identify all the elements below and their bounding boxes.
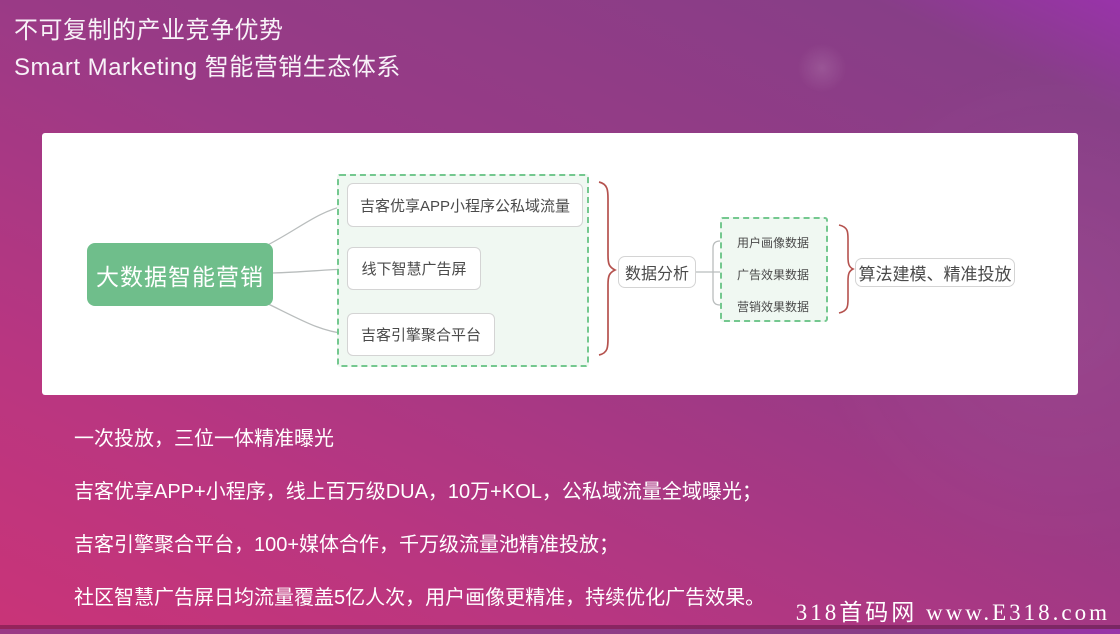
slide-title: 不可复制的产业竞争优势 Smart Marketing 智能营销生态体系 [14,12,401,86]
slide-title-line1: 不可复制的产业竞争优势 [14,17,284,44]
channel-node-app: 吉客优享APP小程序公私域流量 [347,183,583,227]
bottom-edge-strip [0,625,1120,629]
channel-node-screen: 线下智慧广告屏 [347,247,481,290]
bullet-line-1: 一次投放，三位一体精准曝光 [74,428,334,450]
bullet-line-3: 吉客引擎聚合平台，100+媒体合作，千万级流量池精准投放； [74,534,620,556]
curly-brace-1-icon [598,181,617,356]
watermark: 318首码网 www.E318.com [795,600,1110,625]
data-item-user-profile: 用户画像数据 [737,236,810,250]
channel-node-engine: 吉客引擎聚合平台 [347,313,495,356]
bullet-line-4: 社区智慧广告屏日均流量覆盖5亿人次，用户画像更精准，持续优化广告效果。 [74,587,766,609]
outcome-node: 算法建模、精准投放 [855,258,1015,287]
root-node: 大数据智能营销 [87,243,273,306]
root-connector-curves [259,204,348,335]
slide-title-line2: Smart Marketing 智能营销生态体系 [14,54,401,81]
bullet-list: 一次投放，三位一体精准曝光 吉客优享APP+小程序，线上百万级DUA，10万+K… [74,422,765,634]
curly-brace-2-icon [838,224,855,314]
data-type-group-box [720,217,828,322]
connector-layer [259,181,855,356]
data-item-ad-effect: 广告效果数据 [737,268,810,282]
bullet-line-2: 吉客优享APP+小程序，线上百万级DUA，10万+KOL，公私域流量全域曝光； [74,481,762,503]
diagram-card: 大数据智能营销 吉客优享APP小程序公私域流量 线下智慧广告屏 吉客引擎聚合平台… [42,133,1078,395]
data-item-marketing-effect: 营销效果数据 [737,300,810,314]
analysis-node: 数据分析 [618,256,696,288]
